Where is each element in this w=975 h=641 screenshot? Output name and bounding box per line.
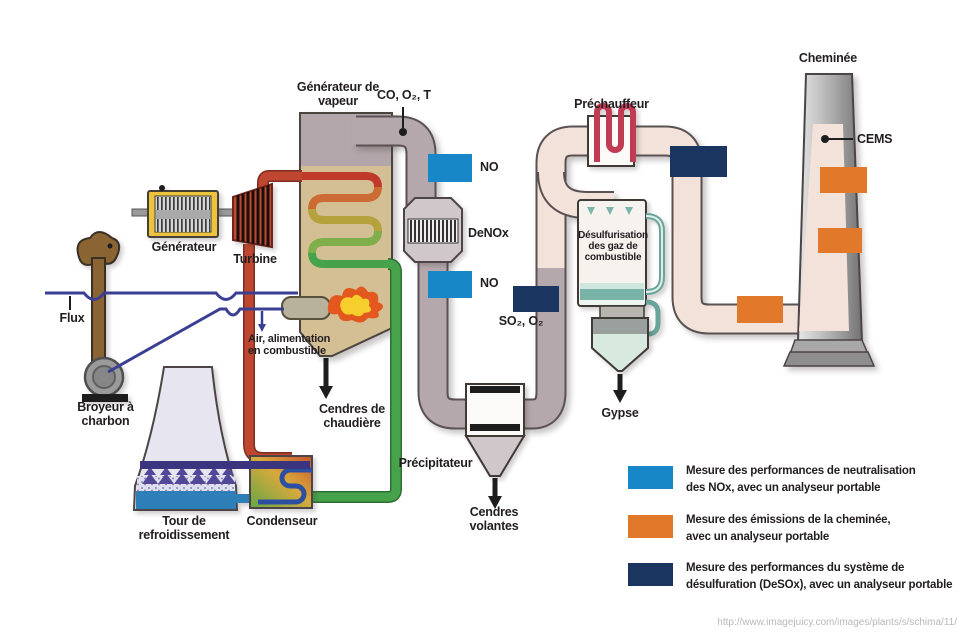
cooling-tower-label: Tour de refroidissement xyxy=(138,514,230,542)
condenser-label: Condenseur xyxy=(246,514,318,528)
fgd-label: Désulfurisation des gaz de combustible xyxy=(578,230,648,264)
legend-item-nox: Mesure des performances de neutralisatio… xyxy=(628,463,916,497)
flux-line xyxy=(45,291,298,301)
legend-nox-line1: Mesure des performances de neutralisatio… xyxy=(686,465,916,477)
denox-unit xyxy=(403,197,463,263)
coal-chute xyxy=(76,231,121,369)
so2-o2-label: SO₂, O₂ xyxy=(498,314,544,328)
source-url: http://www.imagejuicy.com/images/plants/… xyxy=(717,617,957,628)
legend-chip-desox xyxy=(628,563,673,586)
generator-label: Générateur xyxy=(151,240,217,254)
flow-lines xyxy=(45,291,298,374)
duct-boiler-to-denox xyxy=(352,117,435,212)
turbine-unit xyxy=(232,182,273,249)
duct-precipitator-riser xyxy=(520,262,565,428)
no-monitor-upper xyxy=(428,154,472,182)
stack-monitor-duct xyxy=(737,296,783,323)
stack-monitor-lower xyxy=(818,228,862,253)
legend-item-desox: Mesure des performances du système de dé… xyxy=(628,560,952,594)
probe-label: CO, O₂, T xyxy=(377,88,431,102)
preheater-unit xyxy=(587,103,636,167)
legend-stack-line1: Mesure des émissions de la cheminée, xyxy=(686,514,891,526)
duct-to-preheater xyxy=(537,127,590,268)
coal-mill-label: Broyeur à charbon xyxy=(77,400,134,428)
cooling-tower xyxy=(132,366,258,511)
stack-monitor-upper xyxy=(820,167,867,193)
probe-marker xyxy=(399,107,407,136)
desox-monitor-top xyxy=(670,146,727,177)
burner xyxy=(281,286,383,323)
precipitator-label: Précipitateur xyxy=(398,456,473,470)
boiler-coil xyxy=(302,172,390,268)
air-fuel-label: Air, alimentation en combustible xyxy=(248,333,331,358)
boiler-ash-arrow xyxy=(319,358,333,399)
condenser-coil xyxy=(258,467,312,505)
gypsum-arrow xyxy=(613,374,627,403)
fly-ash-arrow xyxy=(488,478,502,509)
no-lower-label: NO xyxy=(480,276,499,290)
fly-ash-label: Cendres volantes xyxy=(469,505,519,533)
fgd-slurry xyxy=(580,289,644,300)
no-monitor-lower xyxy=(428,271,472,298)
cooling-water-header-pipe xyxy=(140,461,310,469)
flue-gas-ducts xyxy=(352,115,802,430)
legend-chip-stack xyxy=(628,515,673,538)
gypsum-label: Gypse xyxy=(601,406,639,420)
chimney-base xyxy=(782,351,876,367)
so2-monitor xyxy=(513,286,559,312)
legend-nox-line2: des NOx, avec un analyseur portable xyxy=(686,482,881,494)
legend-chip-nox xyxy=(628,466,673,489)
legend-desox-line2: désulfuration (DeSOx), avec un analyseur… xyxy=(686,579,953,591)
no-upper-label: NO xyxy=(480,160,499,174)
generator-unit xyxy=(147,185,219,238)
cems-marker xyxy=(821,135,853,143)
cems-label: CEMS xyxy=(857,132,893,146)
fgd-unit xyxy=(577,199,665,337)
pipe-feedwater-green xyxy=(312,259,401,502)
steam-generator-label: Générateur de vapeur xyxy=(296,80,380,108)
flux-label: Flux xyxy=(59,311,85,325)
chimney-label: Cheminée xyxy=(798,51,858,65)
pipe-boiler-to-turbine xyxy=(258,171,302,198)
duct-to-chimney xyxy=(632,127,802,333)
coal-mill xyxy=(82,356,128,402)
cooling-tower-pool xyxy=(136,491,236,509)
precipitator-hopper xyxy=(464,435,526,477)
legend-stack-line2: avec un analyseur portable xyxy=(686,531,830,543)
duct-denox-to-precipitator xyxy=(419,256,472,428)
precipitator-unit xyxy=(464,383,526,477)
turbine-blades xyxy=(236,184,270,247)
boiler-ash-label: Cendres de chaudière xyxy=(318,402,386,430)
air-arrow xyxy=(258,311,266,332)
flame-inner xyxy=(340,294,372,317)
legend-desox-line1: Mesure des performances du système de xyxy=(686,562,905,574)
cooling-water-outlet xyxy=(236,494,258,503)
denox-label: DeNOx xyxy=(468,226,509,240)
legend-item-stack: Mesure des émissions de la cheminée, ave… xyxy=(628,512,891,546)
preheater-label: Préchauffeur xyxy=(574,97,649,111)
turbine-label: Turbine xyxy=(233,252,277,266)
denox-catalyst-grille xyxy=(407,218,459,244)
preheater-coil xyxy=(594,103,636,162)
air-fuel-line xyxy=(107,307,284,374)
gypsum-hopper xyxy=(591,305,649,372)
